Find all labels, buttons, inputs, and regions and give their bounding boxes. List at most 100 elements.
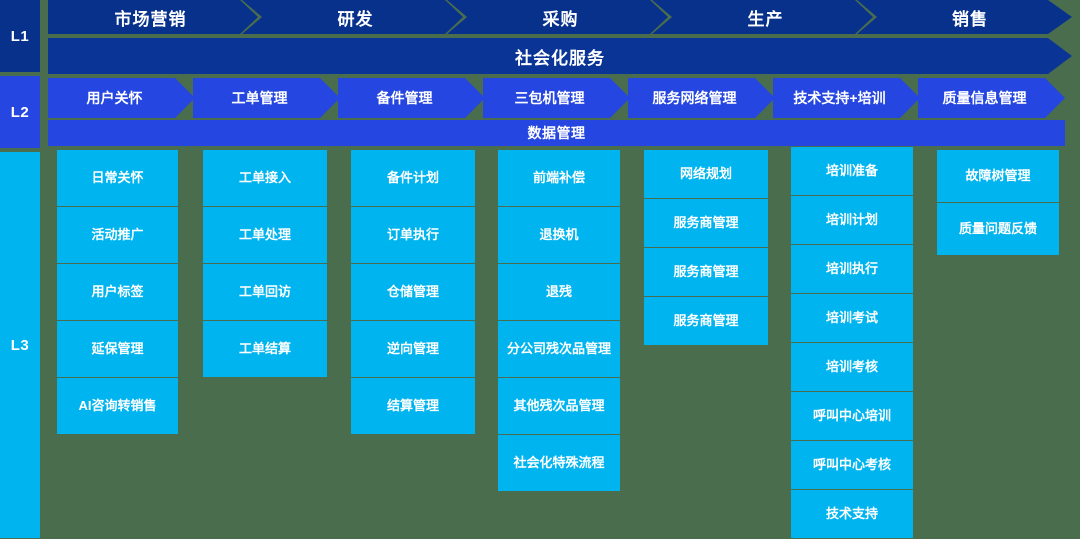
l3-item-label: 质量问题反馈 [958,221,1037,237]
l2-item-6[interactable]: 技术支持+培训 [773,78,920,118]
level-label-l3: L3 [0,152,40,538]
l3-column-4: 前端补偿退换机退残分公司残次品管理其他残次品管理社会化特殊流程 [498,150,620,492]
l1-stage-5[interactable]: 销售 [868,0,1072,34]
l3-item[interactable]: 社会化特殊流程 [498,435,620,491]
l2-item-3[interactable]: 备件管理 [338,78,485,118]
l3-item[interactable]: AI咨询转销售 [57,378,178,434]
l3-item[interactable]: 服务商管理 [644,297,768,345]
l3-item-label: 逆向管理 [386,341,439,357]
l3-item-label: 订单执行 [386,227,439,243]
l3-column-2: 工单接入工单处理工单回访工单结算 [203,150,327,378]
l3-item[interactable]: 仓储管理 [351,264,475,320]
l3-item[interactable]: 分公司残次品管理 [498,321,620,377]
l3-item[interactable]: 服务商管理 [644,199,768,247]
l3-item-label: 退残 [545,284,572,300]
l2-item-label: 服务网络管理 [652,90,737,106]
level-label-l1: L1 [0,0,40,72]
l2-item-label: 工单管理 [231,90,288,106]
l3-item[interactable]: 质量问题反馈 [937,203,1059,255]
l1-stage-1[interactable]: 市场营销 [48,0,253,34]
l3-item-label: 分公司残次品管理 [506,341,611,357]
l3-item[interactable]: 故障树管理 [937,150,1059,202]
l3-item[interactable]: 退残 [498,264,620,320]
l2-item-1[interactable]: 用户关怀 [48,78,195,118]
l3-item-label: 工单接入 [238,170,291,186]
l3-item[interactable]: 工单回访 [203,264,327,320]
l3-item-label: 服务商管理 [673,264,739,280]
l3-item[interactable]: 培训计划 [791,196,913,244]
l3-item-label: 网络规划 [679,166,732,182]
l3-item-label: 工单结算 [238,341,291,357]
l1-stage-2[interactable]: 研发 [253,0,458,34]
l3-item-label: 呼叫中心培训 [812,408,891,424]
l1-wide-band-label: 社会化服务 [515,48,605,68]
l3-item[interactable]: 服务商管理 [644,248,768,296]
l3-item[interactable]: 培训考试 [791,294,913,342]
l3-item[interactable]: 工单结算 [203,321,327,377]
l3-item-label: 服务商管理 [673,313,739,329]
l3-item[interactable]: 前端补偿 [498,150,620,206]
l1-wide-band-social-service[interactable]: 社会化服务 [48,38,1072,74]
l3-item-label: 结算管理 [386,398,439,414]
l1-stage-label: 生产 [747,9,784,29]
level-label-l3-text: L3 [10,336,30,354]
l3-item-label: 服务商管理 [673,215,739,231]
l3-item[interactable]: 延保管理 [57,321,178,377]
l2-wide-band-data-management[interactable]: 数据管理 [48,120,1065,146]
l3-item[interactable]: 日常关怀 [57,150,178,206]
l3-item-label: 故障树管理 [965,168,1031,184]
l1-stage-band [48,0,1072,34]
l3-column-6: 培训准备培训计划培训执行培训考试培训考核呼叫中心培训呼叫中心考核技术支持 [791,147,913,539]
l3-item-label: 退换机 [539,227,579,243]
l2-item-label: 备件管理 [376,90,433,106]
l3-column-5: 网络规划服务商管理服务商管理服务商管理 [644,150,768,346]
l3-item[interactable]: 培训准备 [791,147,913,195]
l3-item[interactable]: 活动推广 [57,207,178,263]
l3-item-label: 日常关怀 [91,170,144,186]
l1-stage-label: 研发 [337,9,374,29]
l3-item-label: 培训计划 [825,212,878,228]
l2-item-label: 质量信息管理 [942,90,1027,106]
l3-item-label: 工单处理 [238,227,291,243]
l3-column-7: 故障树管理质量问题反馈 [937,150,1059,256]
l3-item[interactable]: 结算管理 [351,378,475,434]
l3-item-label: 培训考试 [825,310,878,326]
l3-column-3: 备件计划订单执行仓储管理逆向管理结算管理 [351,150,475,435]
l3-item[interactable]: 备件计划 [351,150,475,206]
l3-item[interactable]: 其他残次品管理 [498,378,620,434]
l3-item[interactable]: 逆向管理 [351,321,475,377]
l2-item-2[interactable]: 工单管理 [193,78,340,118]
l3-item[interactable]: 网络规划 [644,150,768,198]
l3-item-label: 技术支持 [825,506,878,522]
l3-item[interactable]: 工单接入 [203,150,327,206]
l3-item[interactable]: 用户标签 [57,264,178,320]
l3-item-label: 用户标签 [91,284,144,300]
l3-item[interactable]: 工单处理 [203,207,327,263]
level-label-l2-text: L2 [10,103,30,121]
l3-item-label: 培训考核 [825,359,878,375]
l3-item-label: 培训执行 [825,261,878,277]
l3-item[interactable]: 呼叫中心培训 [791,392,913,440]
level-label-l1-text: L1 [10,27,30,45]
l2-item-7[interactable]: 质量信息管理 [918,78,1065,118]
l3-item[interactable]: 培训考核 [791,343,913,391]
level-label-l2: L2 [0,76,40,148]
l2-wide-band-label: 数据管理 [527,125,586,141]
l2-item-4[interactable]: 三包机管理 [483,78,630,118]
l3-item[interactable]: 退换机 [498,207,620,263]
l3-item[interactable]: 呼叫中心考核 [791,441,913,489]
l3-item-label: AI咨询转销售 [78,398,157,414]
l3-item[interactable]: 技术支持 [791,490,913,538]
l2-item-5[interactable]: 服务网络管理 [628,78,775,118]
l1-stage-label: 采购 [542,9,579,29]
l3-item-label: 呼叫中心考核 [812,457,891,473]
l1-stage-4[interactable]: 生产 [663,0,868,34]
l1-stage-3[interactable]: 采购 [458,0,663,34]
l3-item-label: 仓储管理 [386,284,439,300]
l3-item[interactable]: 订单执行 [351,207,475,263]
l2-item-label: 三包机管理 [514,90,585,106]
l3-item-label: 培训准备 [825,163,878,179]
l3-item[interactable]: 培训执行 [791,245,913,293]
l3-item-label: 活动推广 [91,227,144,243]
l3-item-label: 其他残次品管理 [513,398,605,414]
